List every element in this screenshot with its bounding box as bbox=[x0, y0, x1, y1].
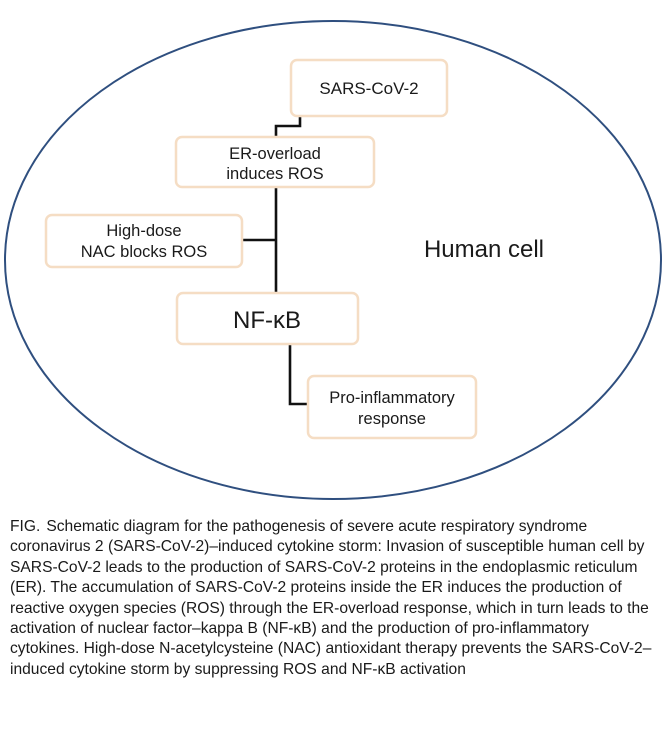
connector-nfkb-to-pro bbox=[288, 344, 308, 406]
node-nfkb: NF-κB bbox=[175, 291, 360, 346]
node-nac-box bbox=[44, 213, 244, 269]
node-er-label-line2: induces ROS bbox=[226, 165, 323, 183]
node-er-box bbox=[174, 135, 376, 189]
node-pro-label-line2: response bbox=[358, 410, 426, 428]
node-nac-label-line2: NAC blocks ROS bbox=[81, 243, 208, 261]
node-pro-inflammatory: Pro-inflammatory response bbox=[306, 374, 478, 440]
connector-lines bbox=[242, 116, 308, 406]
node-er-overload: ER-overload induces ROS bbox=[174, 135, 376, 189]
node-pro-box bbox=[306, 374, 478, 440]
node-er-label-line1: ER-overload bbox=[229, 145, 321, 163]
node-pro-label-line1: Pro-inflammatory bbox=[329, 389, 455, 407]
figure-caption-label: FIG. bbox=[10, 518, 41, 535]
node-sars-label: SARS-CoV-2 bbox=[319, 79, 418, 98]
node-nac: High-dose NAC blocks ROS bbox=[44, 213, 244, 269]
human-cell-outline bbox=[4, 20, 662, 500]
connector-sars-to-er bbox=[274, 116, 302, 137]
node-sars-box bbox=[289, 58, 449, 118]
human-cell-label: Human cell bbox=[424, 236, 544, 263]
node-sars: SARS-CoV-2 bbox=[289, 58, 449, 118]
pathogenesis-diagram: SARS-CoV-2 ER-overload induces ROS High-… bbox=[4, 20, 662, 500]
node-nac-label-line1: High-dose bbox=[106, 222, 181, 240]
figure-caption-text: Schematic diagram for the pathogenesis o… bbox=[10, 518, 652, 678]
node-nfkb-box bbox=[175, 291, 360, 346]
figure-caption: FIG.Schematic diagram for the pathogenes… bbox=[10, 517, 660, 680]
node-nfkb-label: NF-κB bbox=[233, 307, 301, 334]
